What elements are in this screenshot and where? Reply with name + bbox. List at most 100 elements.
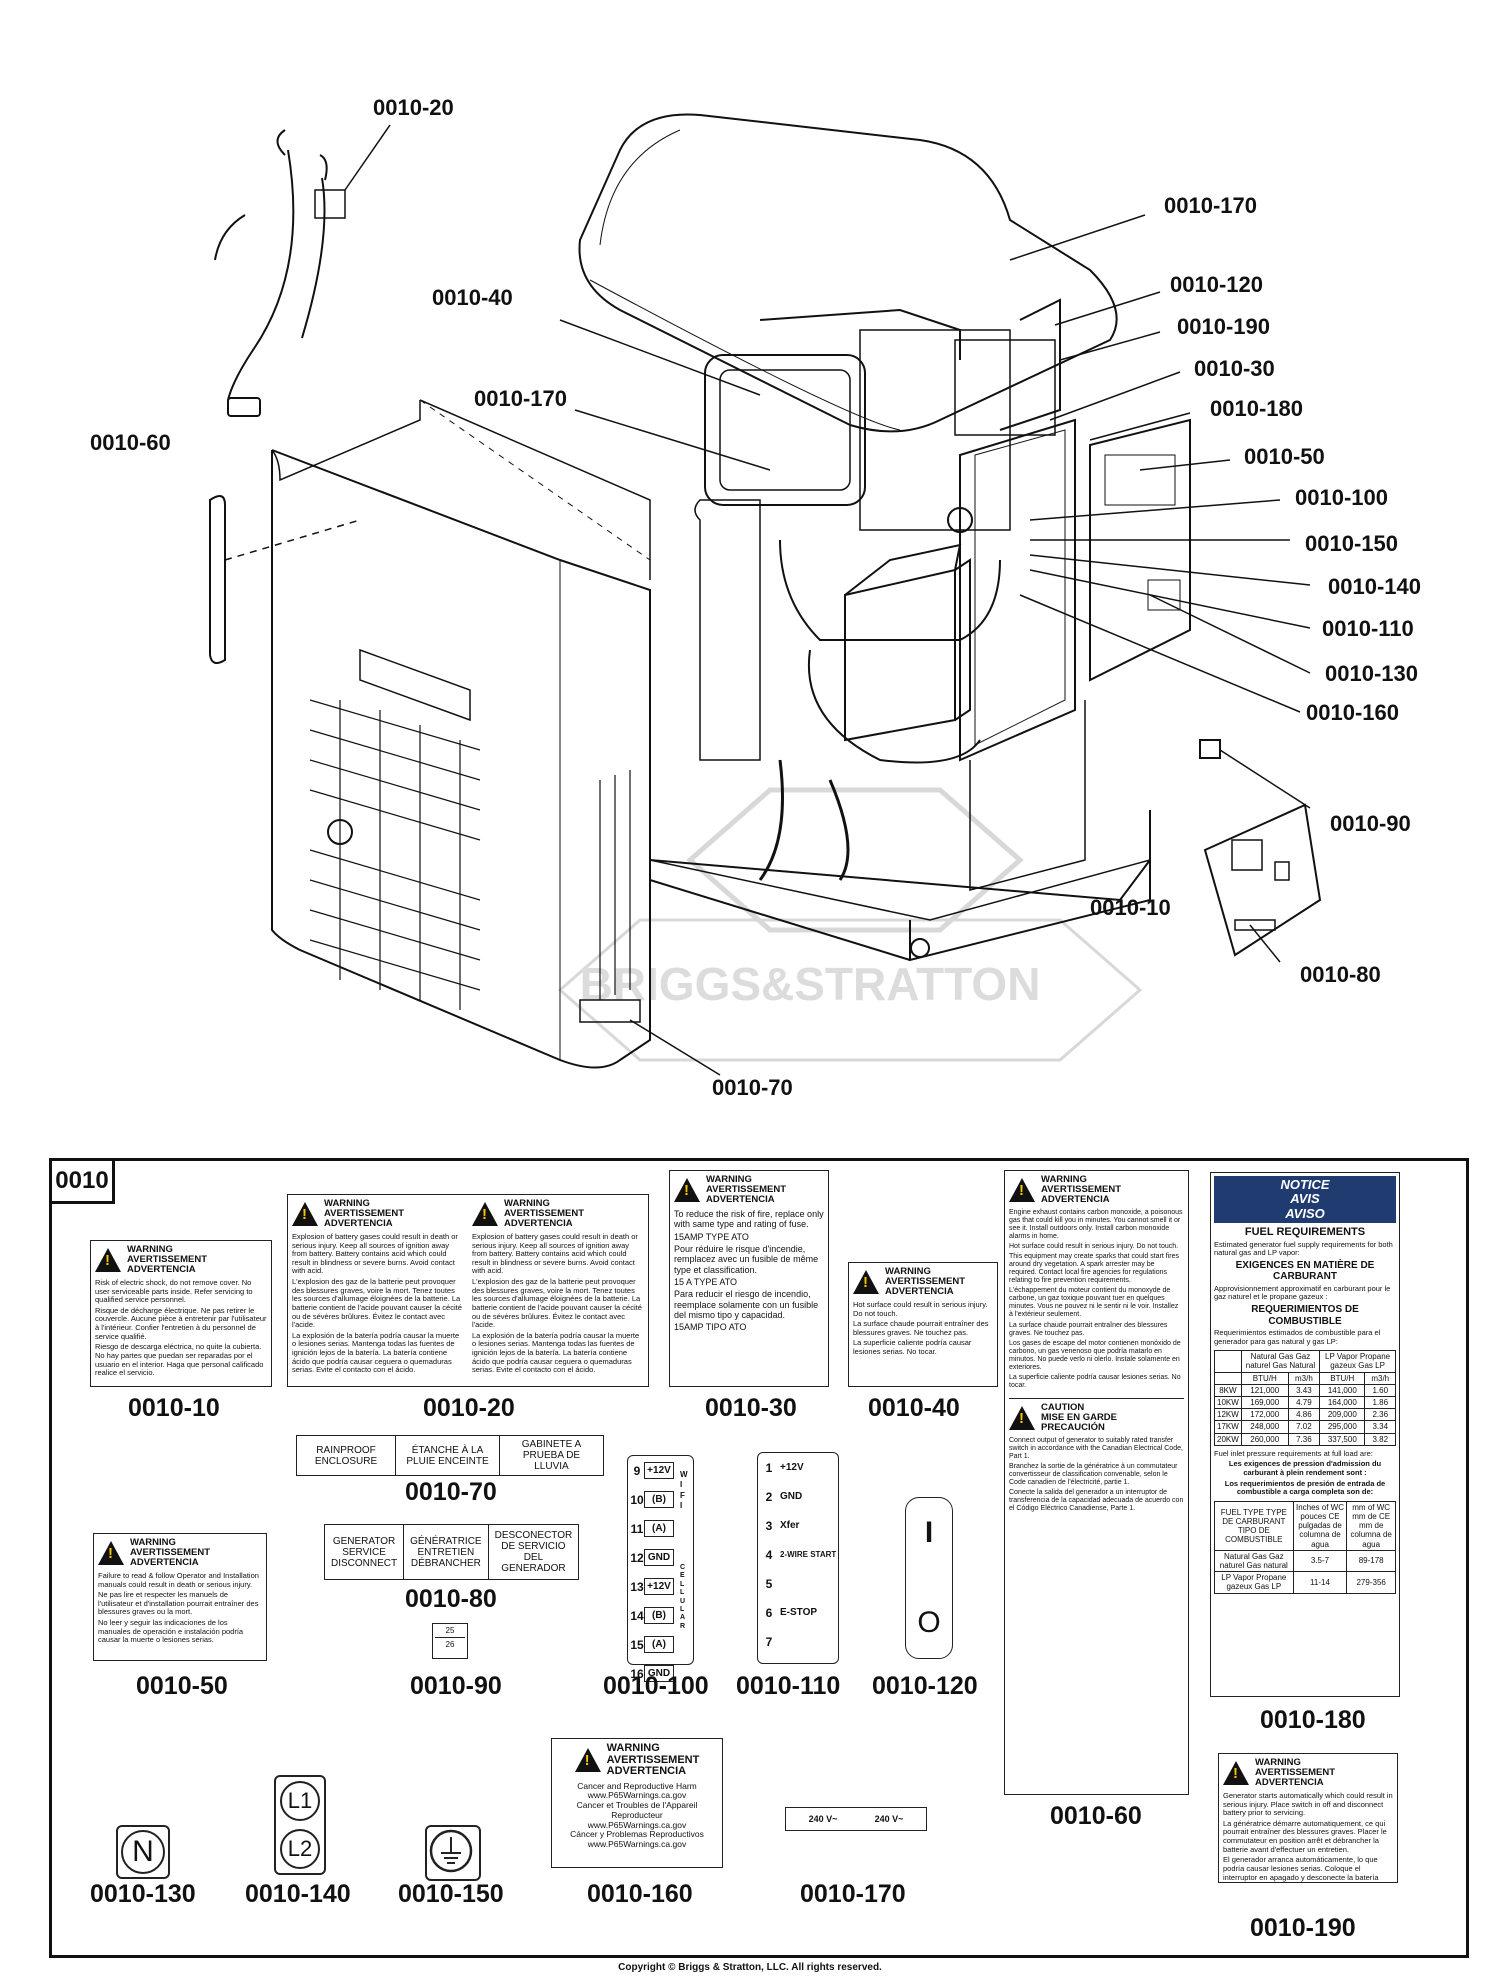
callout-0010-170-mid: 0010-170 [474, 386, 567, 411]
terminal-row: 7 [765, 1634, 773, 1649]
cellular-text: C E L L U L A R [680, 1564, 686, 1630]
label60-p5: La surface chaude pourrait entraîner des… [1009, 1321, 1168, 1337]
leader-lines [224, 124, 1311, 1076]
l2-symbol: L2 [280, 1829, 320, 1869]
engine-drawing [704, 298, 1061, 764]
caution-triangle-icon [1009, 1405, 1035, 1430]
terminal-row: 5 [765, 1576, 773, 1591]
label-number-0010-190: 0010-190 [1250, 1914, 1356, 1942]
terminal-row: 13+12V [630, 1572, 674, 1601]
warning-triangle-icon [472, 1201, 498, 1226]
label20-en-left: Explosion of battery gases could result … [292, 1231, 458, 1276]
label10-fr: Risque de décharge électrique. Ne pas re… [95, 1305, 267, 1341]
callout-0010-80: 0010-80 [1300, 962, 1381, 987]
callout-0010-10: 0010-10 [1090, 895, 1171, 920]
label-number-0010-80: 0010-80 [405, 1585, 497, 1613]
copyright-notice: Copyright © Briggs & Stratton, LLC. All … [618, 1962, 882, 1973]
voltage-right: 240 V~ [874, 1813, 904, 1824]
label-number-0010-40: 0010-40 [868, 1394, 960, 1422]
label-number-0010-50: 0010-50 [136, 1672, 228, 1700]
labels-panel: 0010 [49, 1158, 1469, 1958]
label-number-0010-160: 0010-160 [587, 1880, 693, 1908]
label60-c2: Branchez la sortie de la génératrice à u… [1009, 1462, 1178, 1487]
label30-fr-rating: 15 A TYPE ATO [674, 1276, 738, 1287]
fuel-req-desc-fr: Approvisionnement approximatif en carbur… [1214, 1283, 1391, 1302]
label10-en: Risk of electric shock, do not remove co… [95, 1277, 253, 1305]
label-number-0010-140: 0010-140 [245, 1880, 351, 1908]
small-label-drawing [1199, 739, 1221, 759]
warning-triangle-icon [1223, 1760, 1249, 1785]
label10-es: Riesgo de descarga eléctrica, no quite l… [95, 1342, 264, 1378]
label-number-0010-110: 0010-110 [736, 1672, 841, 1700]
callout-0010-110: 0010-110 [1322, 616, 1414, 641]
side-bar-drawing [209, 495, 226, 665]
callout-0010-90: 0010-90 [1330, 811, 1411, 836]
callout-0010-130: 0010-130 [1325, 661, 1418, 686]
fuel-req-title-es: REQUERIMIENTOS DE COMBUSTIBLE [1251, 1304, 1359, 1327]
callout-0010-140: 0010-140 [1328, 574, 1421, 599]
neutral-symbol: N [121, 1830, 165, 1874]
label60-p1: Engine exhaust contains carbon monoxide,… [1009, 1208, 1183, 1241]
callout-0010-30: 0010-30 [1194, 356, 1275, 381]
label60-p3: This equipment may create sparks that co… [1009, 1253, 1180, 1285]
watermark-text: BRIGGS&STRATTON [580, 958, 1041, 1010]
label20-fr-left: L'explosion des gaz de la batterie peut … [292, 1277, 462, 1330]
pressure-desc-en: Fuel inlet pressure requirements at full… [1214, 1448, 1373, 1458]
label-0010-170: 240 V~ 240 V~ [785, 1807, 927, 1831]
label40-es: La superficie caliente podría causar les… [853, 1338, 972, 1357]
wire-harness-drawing [214, 129, 346, 417]
label20-fr-right: L'explosion des gaz de la batterie peut … [472, 1277, 642, 1330]
pressure-desc-fr: Les exigences de pression d'admission du… [1228, 1459, 1382, 1478]
callout-0010-150: 0010-150 [1305, 531, 1398, 556]
terminal-row: 14(B) [630, 1601, 674, 1630]
fuel-req-desc-es: Requerimientos estimados de combustible … [1214, 1328, 1381, 1346]
warning-triangle-icon [95, 1247, 121, 1272]
fuel-requirements-title: FUEL REQUIREMENTS [1244, 1225, 1366, 1238]
p65-es-title: Cáncer y Problemas Reproductivos [570, 1829, 704, 1840]
label-number-0010-30: 0010-30 [705, 1394, 797, 1422]
label-number-0010-170: 0010-170 [800, 1880, 906, 1908]
label50-fr: Ne pas lire et respecter les manuels de … [98, 1590, 259, 1617]
callout-0010-190: 0010-190 [1177, 314, 1270, 339]
label-0010-130: N [116, 1825, 170, 1879]
on-symbol: I [924, 1516, 934, 1549]
access-door-drawing [959, 418, 1191, 891]
label-0010-140: L1 L2 [274, 1775, 326, 1875]
label190-fr: La génératrice démarre automatiquement, … [1223, 1818, 1387, 1854]
fuel-req-desc-en: Estimated generator fuel supply requirem… [1214, 1239, 1393, 1258]
label30-es: Para reducir el riesgo de incendio, reem… [674, 1289, 819, 1320]
fuel-req-title-fr: EXIGENCES EN MATIÈRE DE CARBURANT [1235, 1259, 1375, 1283]
callout-0010-50: 0010-50 [1244, 444, 1325, 469]
section-label: 0010 [52, 1161, 115, 1204]
callout-0010-120: 0010-120 [1170, 272, 1263, 297]
terminal-row: 1+12V [765, 1460, 804, 1475]
label-number-0010-20: 0010-20 [423, 1394, 515, 1422]
label20-en-right: Explosion of battery gases could result … [472, 1231, 638, 1276]
label60-p2: Hot surface could result in serious inju… [1009, 1243, 1179, 1251]
label30-en: To reduce the risk of fire, replace only… [674, 1208, 824, 1230]
p65-en-title: Cancer and Reproductive Harm [577, 1780, 697, 1791]
label40-en: Hot surface could result in serious inju… [853, 1299, 988, 1318]
off-symbol: O [917, 1606, 941, 1639]
control-box-drawing [844, 543, 971, 742]
callout-0010-40: 0010-40 [432, 285, 513, 310]
terminal-row: 10(B) [630, 1485, 674, 1514]
label-number-0010-120: 0010-120 [872, 1672, 978, 1700]
pressure-desc-es: Los requerimientos de presión de entrada… [1224, 1478, 1386, 1497]
label-number-0010-180: 0010-180 [1260, 1706, 1366, 1734]
callout-0010-170-top: 0010-170 [1164, 193, 1257, 218]
warning-triangle-icon [292, 1201, 318, 1226]
